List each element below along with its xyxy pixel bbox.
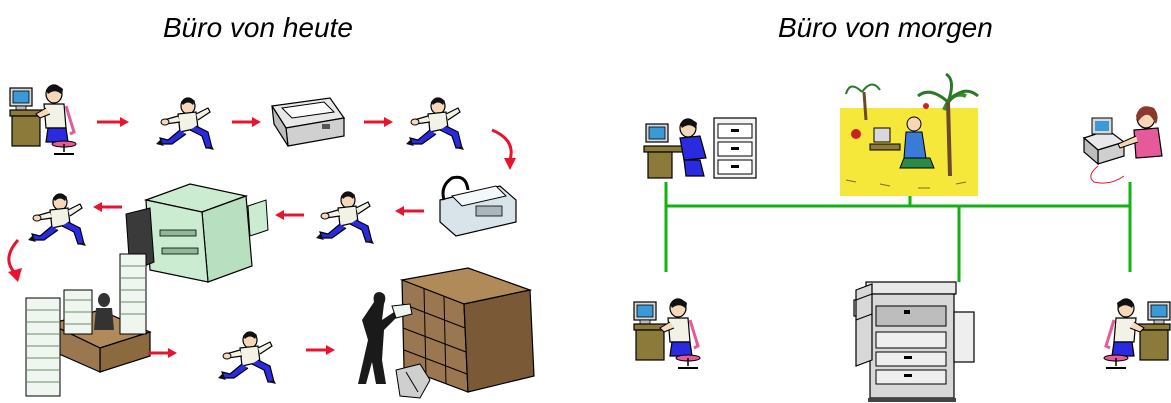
arrow-head-icon [504,158,516,170]
arrow-head-icon [326,345,335,355]
island-office-icon [840,74,978,196]
running-messenger-icon [316,192,374,244]
person-at-filing-cabinet-icon [644,118,756,178]
arrow-head-icon [168,348,177,358]
copier-sorter-icon [856,284,872,366]
person-at-workstation-icon [1084,106,1162,183]
person-at-computer-icon [634,299,700,368]
person-at-computer-icon [10,85,76,154]
arrow-head-icon [395,206,404,216]
printer-icon [272,98,344,146]
arrow-head-icon [384,117,393,127]
copier-icon [126,184,268,282]
filing-cabinet-icon [358,268,534,398]
right-network [634,74,1170,402]
left-workflow [8,85,534,398]
arrow-head-icon [252,117,261,127]
running-messenger-icon [28,194,86,246]
person-at-computer-icon [1104,299,1170,368]
arrow-head-icon [120,117,129,127]
network-bus [666,182,1130,282]
desk-with-paper-stacks-icon [26,254,150,396]
arrow-curved-down-icon [9,240,18,272]
arrow-head-icon [93,202,102,212]
arrow-curved-down-icon [492,130,511,160]
running-messenger-icon [218,332,276,384]
arrow-head-icon [8,268,22,282]
running-messenger-icon [156,98,214,150]
fax-machine-icon [440,177,516,236]
running-messenger-icon [406,98,464,150]
arrow-head-icon [275,210,284,220]
